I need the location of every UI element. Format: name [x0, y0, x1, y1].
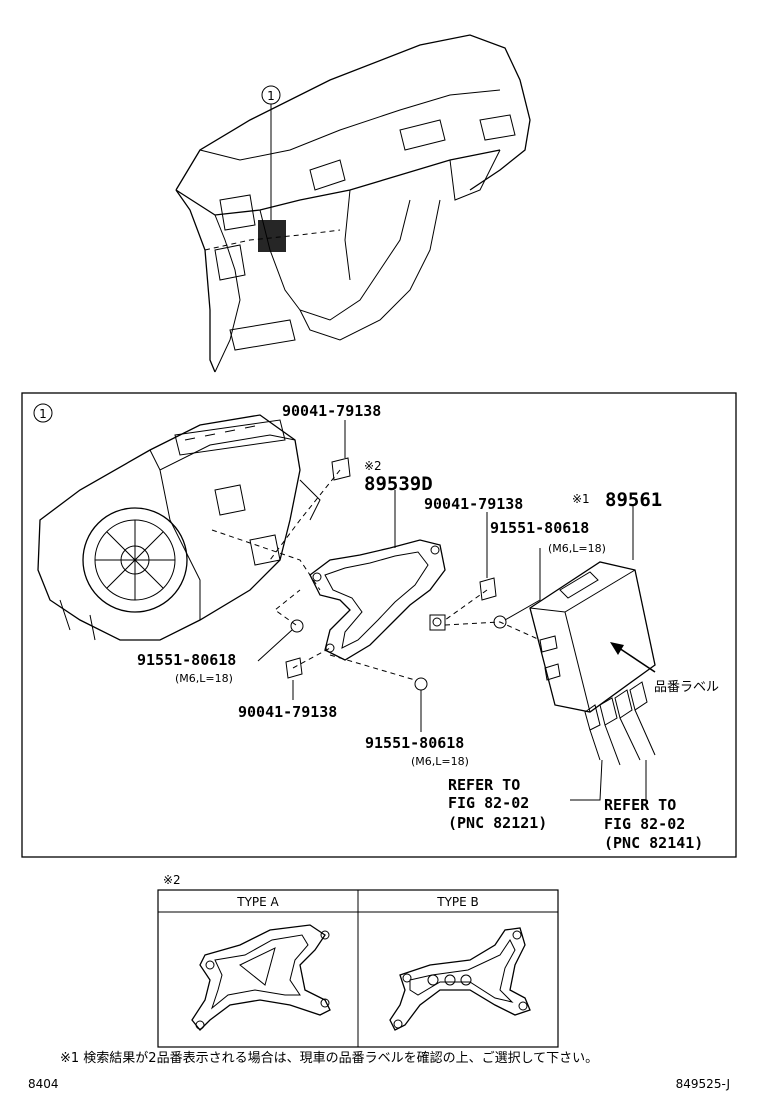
label-nut-bottom: 90041-79138: [238, 703, 337, 721]
blower-fan: [82, 507, 188, 613]
label-bolt-left: 91551-80618: [137, 651, 236, 669]
detail-callout-circle: [33, 403, 53, 423]
refer-right-line3: (PNC 82141): [604, 834, 703, 852]
type-table-note: ※2: [163, 873, 181, 887]
footnote: ※1 検索結果が2品番表示される場合は、現車の品番ラベルを確認の上、ご選択して下…: [60, 1050, 598, 1066]
bracket-drawing: [309, 539, 446, 661]
refer-right-line1: REFER TO: [604, 796, 676, 814]
detail-frame: [21, 392, 737, 858]
label-nut-mid: 90041-79138: [424, 495, 523, 513]
marker-b-right: [493, 615, 507, 629]
footer-right-code: 849525-J: [676, 1077, 730, 1091]
nut-bottom-icon: [285, 657, 303, 679]
refer-left-line3: (PNC 82121): [448, 814, 547, 832]
label-bolt-bottom-spec: (M6,L=18): [411, 755, 469, 768]
callout-1-text: 1: [267, 89, 275, 103]
label-bolt-bottom: 91551-80618: [365, 734, 464, 752]
nut-mid-icon: [479, 577, 497, 601]
callout-circle-1: [261, 85, 281, 105]
type-b-bracket: [389, 927, 531, 1031]
label-bolt-right-spec: (M6,L=18): [548, 542, 606, 555]
marker-b-bottom: [414, 677, 428, 691]
label-nut-top: 90041-79138: [282, 402, 381, 420]
label-ecu: 89561: [605, 489, 662, 511]
label-bracket-note: ※2: [364, 459, 382, 473]
refer-right-line2: FIG 82-02: [604, 815, 685, 833]
marker-b-left: [290, 619, 304, 633]
footer-left-code: 8404: [28, 1077, 59, 1091]
nut-top-icon: [331, 457, 351, 481]
ecu-drawing: [529, 561, 656, 766]
detail-callout-text: 1: [39, 407, 47, 421]
label-part-number-sticker: 品番ラベル: [654, 680, 719, 695]
label-ecu-note: ※1: [572, 492, 590, 506]
refer-left-line1: REFER TO: [448, 776, 520, 794]
dashboard-drawing: [175, 34, 531, 373]
heater-unit-drawing: [37, 414, 321, 641]
label-bracket: 89539D: [364, 473, 433, 495]
refer-left-line2: FIG 82-02: [448, 794, 529, 812]
label-bolt-right: 91551-80618: [490, 519, 589, 537]
ecu-location-marker: [258, 220, 286, 252]
label-bolt-left-spec: (M6,L=18): [175, 672, 233, 685]
type-a-bracket: [191, 924, 331, 1031]
type-a-header: TYPE A: [236, 895, 279, 909]
type-b-header: TYPE B: [436, 895, 479, 909]
